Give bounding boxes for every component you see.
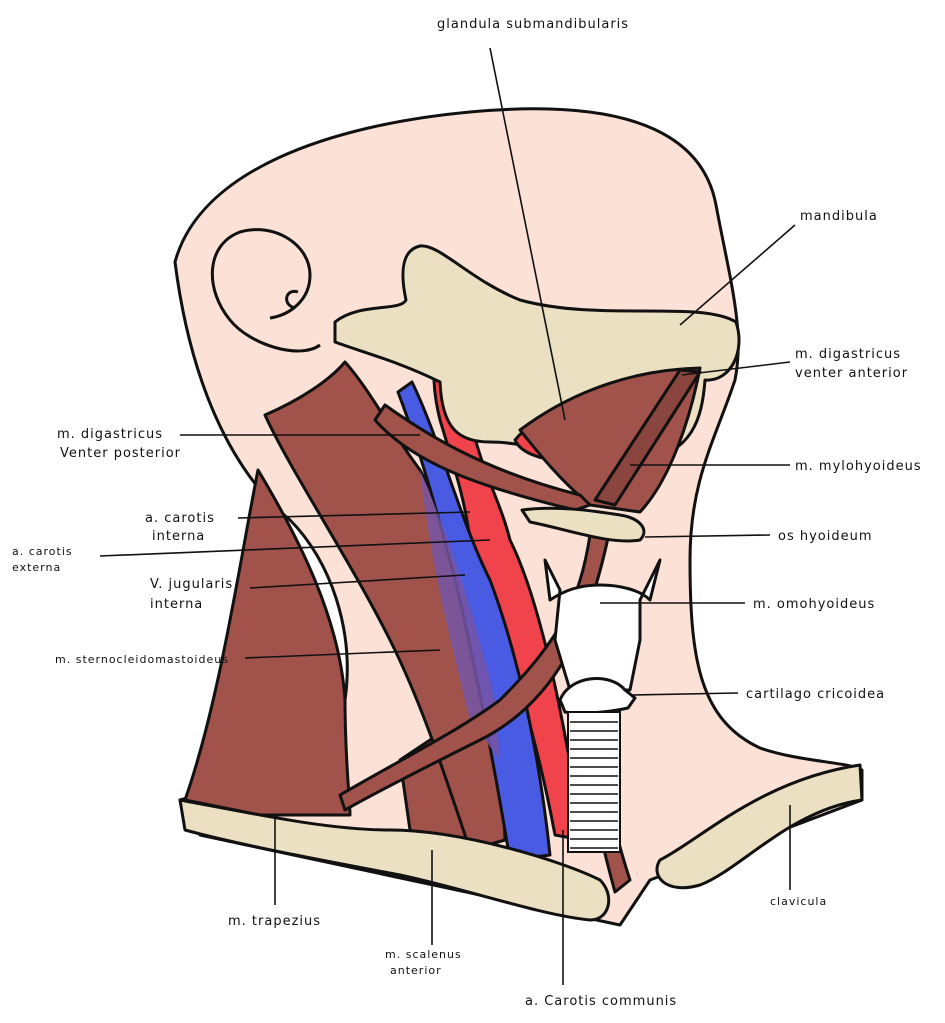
label-jugularis-interna-2: interna <box>150 597 203 612</box>
label-cartilago-cricoidea: cartilago cricoidea <box>746 687 885 702</box>
label-glandula-submandibularis: glandula submandibularis <box>437 17 629 32</box>
label-digastricus-posterior-2: Venter posterior <box>60 446 181 461</box>
bone-clavicula-right <box>655 763 864 890</box>
label-trapezius: m. trapezius <box>228 914 321 929</box>
label-carotis-externa-2: externa <box>12 561 61 574</box>
label-carotis-interna-2: interna <box>152 529 205 544</box>
cartilago-thyroidea <box>543 558 662 692</box>
label-digastricus-anterior: m. digastricus <box>795 347 901 362</box>
label-jugularis-interna: V. jugularis <box>150 577 233 592</box>
leader-lines <box>99 47 796 985</box>
label-carotis-interna: a. carotis <box>145 511 215 526</box>
trachea-rings <box>570 721 618 849</box>
ear <box>210 228 321 353</box>
bone-clavicula-left <box>178 798 611 922</box>
label-digastricus-posterior: m. digastricus <box>57 427 163 442</box>
label-scalenus-anterior: m. scalenus <box>385 948 462 961</box>
label-carotis-communis: a. Carotis communis <box>525 994 677 1009</box>
label-clavicula: clavicula <box>770 895 827 908</box>
label-mylohyoideus: m. mylohyoideus <box>795 459 922 474</box>
muscle-digastricus-anterior <box>593 368 702 507</box>
bone-os-hyoideum <box>520 506 646 543</box>
label-carotis-externa: a. carotis <box>12 545 73 558</box>
label-scalenus-anterior-2: anterior <box>390 964 442 977</box>
label-mandibula: mandibula <box>800 209 878 224</box>
label-digastricus-anterior-2: venter anterior <box>795 366 908 381</box>
muscle-mylohyoideus <box>518 366 702 514</box>
ear-inner <box>285 289 299 310</box>
muscle-trapezius <box>183 468 352 817</box>
label-os-hyoideum: os hyoideum <box>778 529 873 544</box>
trachea <box>567 711 621 853</box>
label-omohyoideus: m. omohyoideus <box>753 597 875 612</box>
label-sternocleidomastoideus: m. sternocleidomastoideus <box>55 653 229 666</box>
